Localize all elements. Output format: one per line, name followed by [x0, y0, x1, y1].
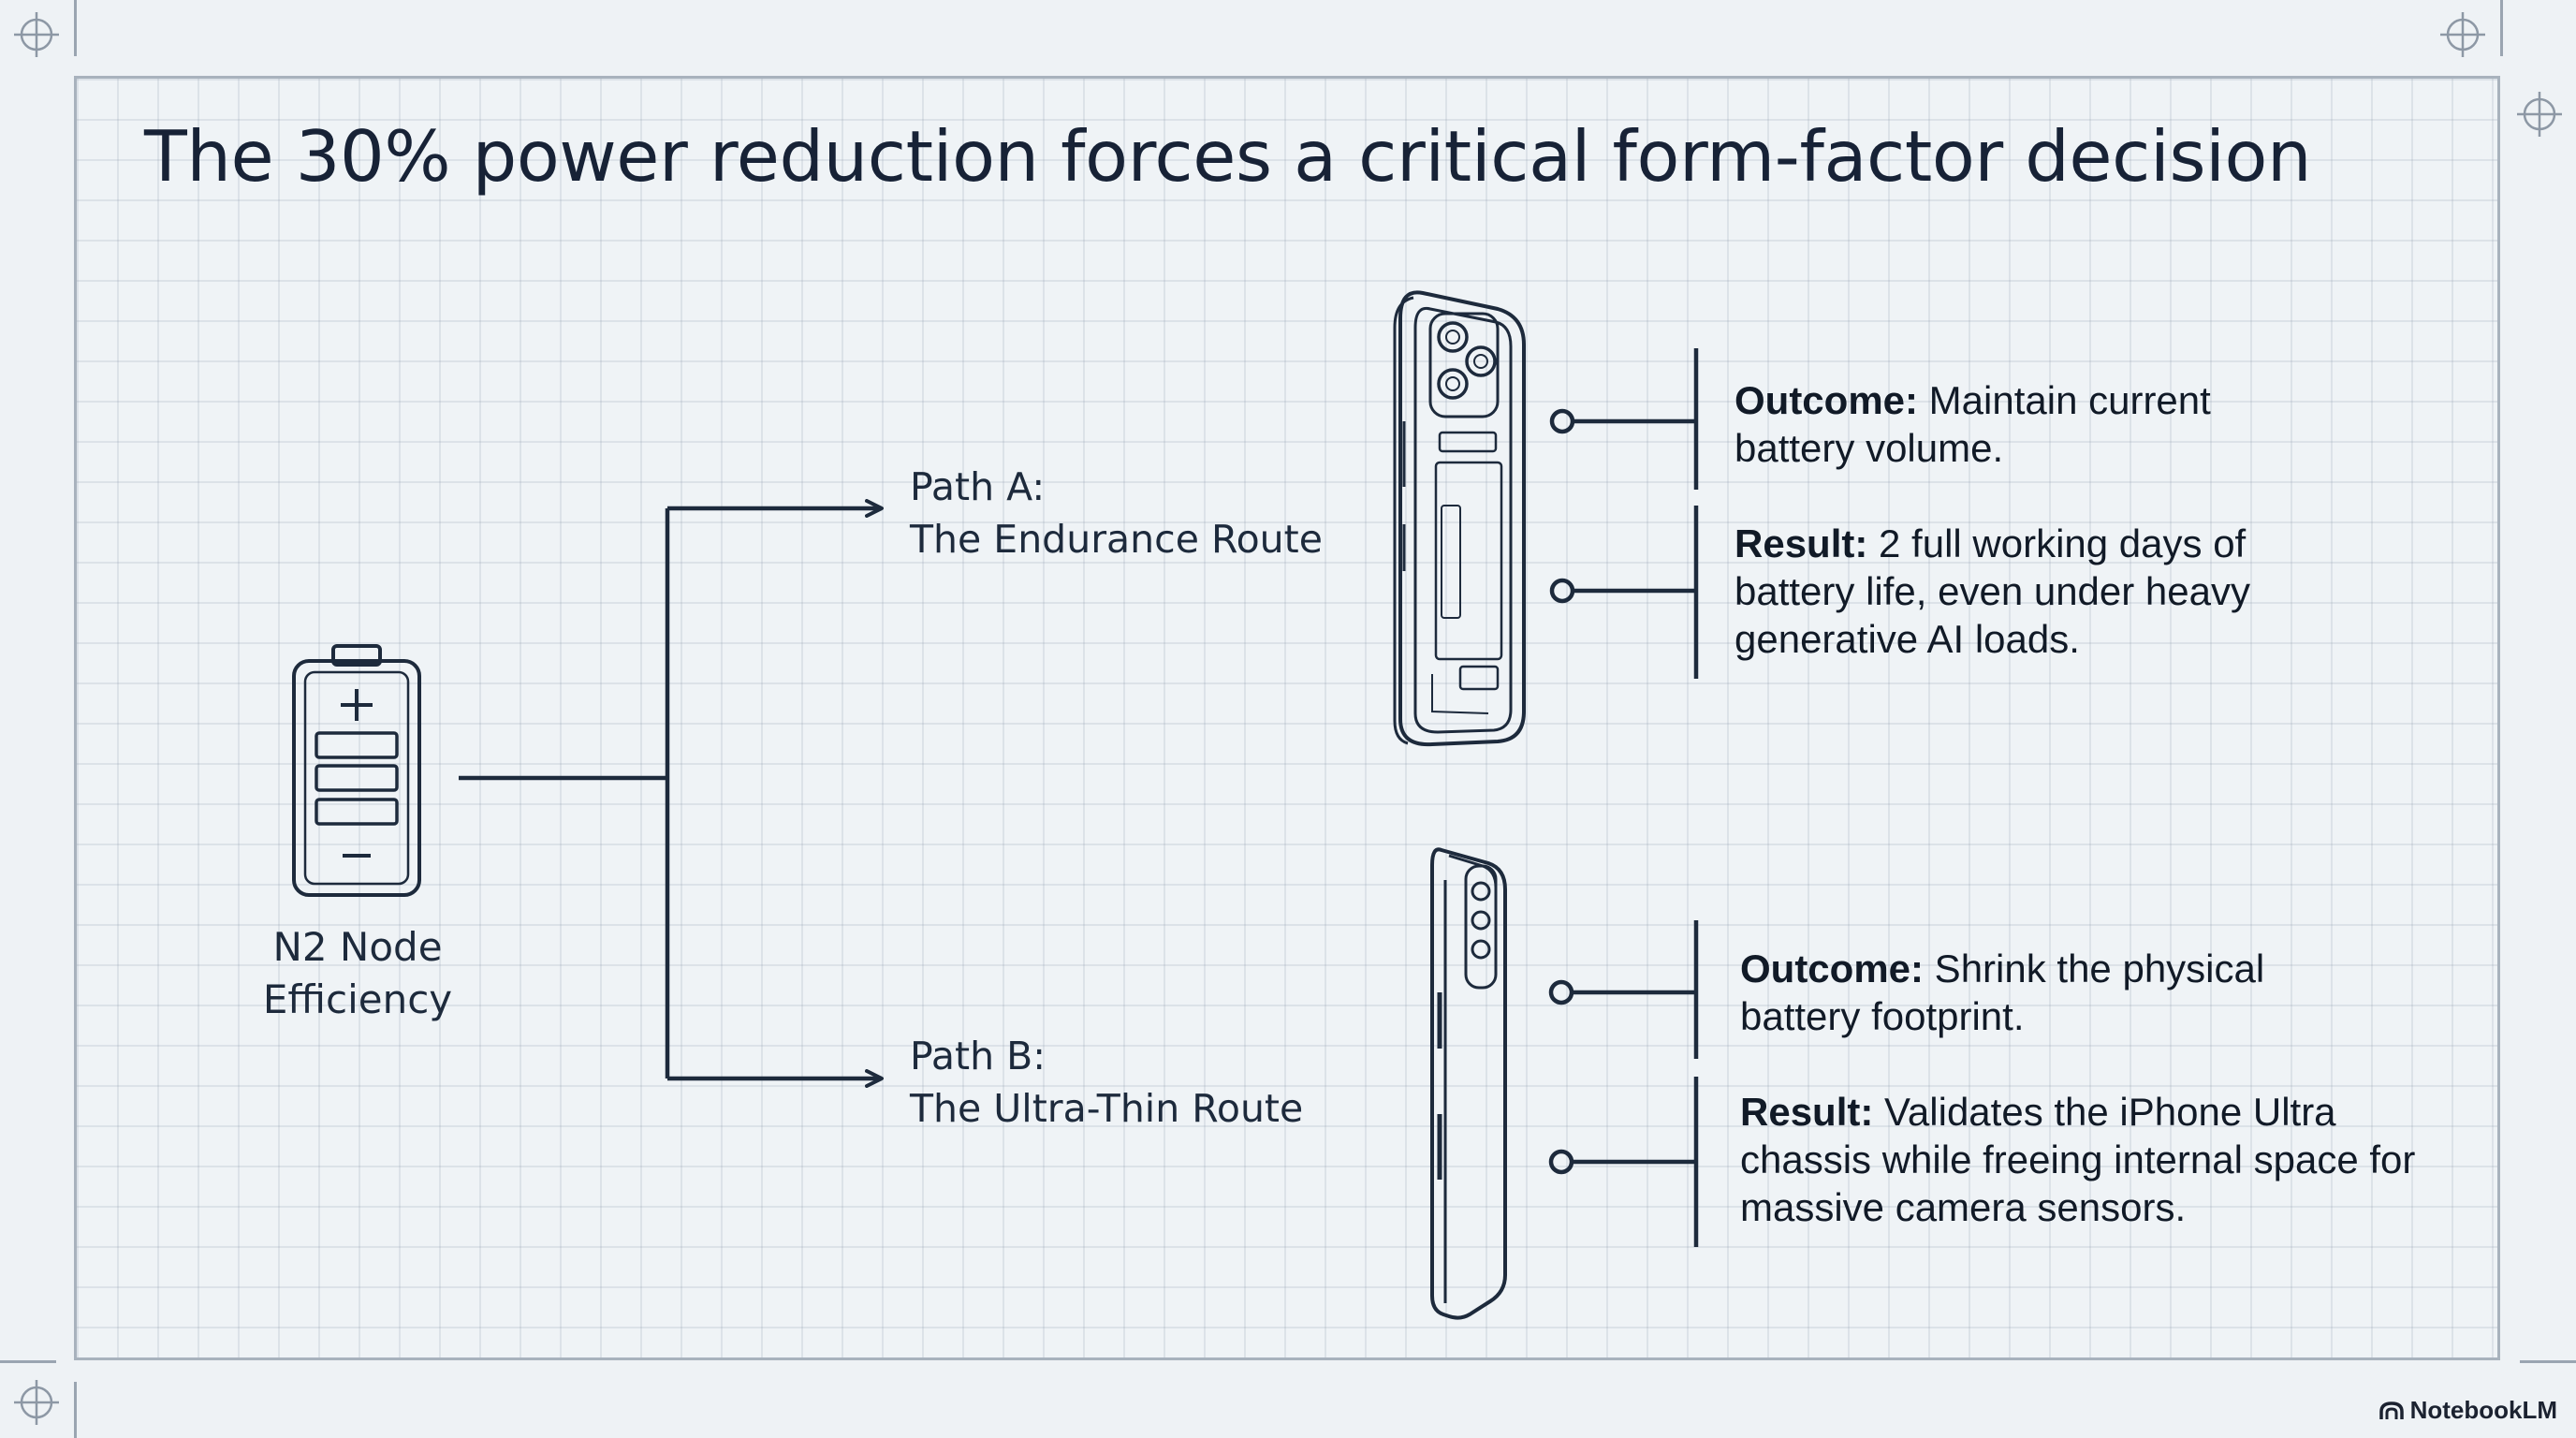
path-a-heading: Path A: — [910, 464, 1046, 509]
path-a-outcome-text: Maintain current battery volume. — [1734, 378, 2211, 470]
frame-tick — [2520, 1360, 2576, 1363]
path-b-label: Path B: The Ultra-Thin Route — [910, 1030, 1303, 1135]
notebooklm-logo-icon — [2378, 1401, 2404, 1419]
path-b-heading: Path B: — [910, 1034, 1046, 1078]
path-b-name: The Ultra-Thin Route — [910, 1086, 1304, 1131]
path-a-result-label: Result: — [1734, 521, 1868, 565]
path-b-result-label: Result: — [1740, 1090, 1874, 1134]
crosshair-icon-top-right — [2440, 12, 2485, 57]
frame-tick — [0, 1360, 56, 1363]
callout-connectors-a — [1549, 348, 1699, 679]
battery-icon — [292, 644, 421, 897]
path-a-result: Result: 2 full working days of battery l… — [1734, 520, 2334, 663]
path-b-outcome-text: Shrink the physical battery footprint. — [1740, 946, 2265, 1038]
crosshair-icon-top-left — [14, 12, 59, 57]
crosshair-icon-bottom-left — [14, 1380, 59, 1425]
source-label-line1: N2 Node — [272, 924, 443, 970]
path-b-outcome-label: Outcome: — [1740, 946, 1925, 990]
path-b-result-text: Validates the iPhone Ultra chassis while… — [1740, 1090, 2416, 1229]
path-a-outcome: Outcome: Maintain current battery volume… — [1734, 376, 2315, 472]
frame-tick — [74, 1382, 77, 1438]
crosshair-icon-right — [2517, 92, 2562, 137]
frame-tick — [2500, 0, 2503, 56]
path-a-outcome-label: Outcome: — [1734, 378, 1919, 422]
callout-connectors-b — [1548, 920, 1699, 1247]
source-label: N2 Node Efficiency — [219, 921, 496, 1026]
thin-phone-icon — [1430, 847, 1507, 1320]
thick-phone-icon — [1393, 290, 1526, 747]
frame-tick — [74, 0, 77, 56]
notebooklm-logo: NotebookLM — [2378, 1396, 2557, 1425]
path-a-name: The Endurance Route — [910, 517, 1323, 562]
grid-canvas — [74, 76, 2500, 1360]
source-label-line2: Efficiency — [262, 976, 453, 1022]
path-b-outcome: Outcome: Shrink the physical battery foo… — [1740, 945, 2339, 1040]
slide-title: The 30% power reduction forces a critica… — [144, 115, 2312, 198]
branch-connector — [459, 499, 884, 1088]
path-a-label: Path A: The Endurance Route — [910, 461, 1323, 565]
logo-text: NotebookLM — [2409, 1396, 2557, 1424]
path-b-result: Result: Validates the iPhone Ultra chass… — [1740, 1088, 2423, 1231]
path-a-result-text: 2 full working days of battery life, eve… — [1734, 521, 2251, 661]
